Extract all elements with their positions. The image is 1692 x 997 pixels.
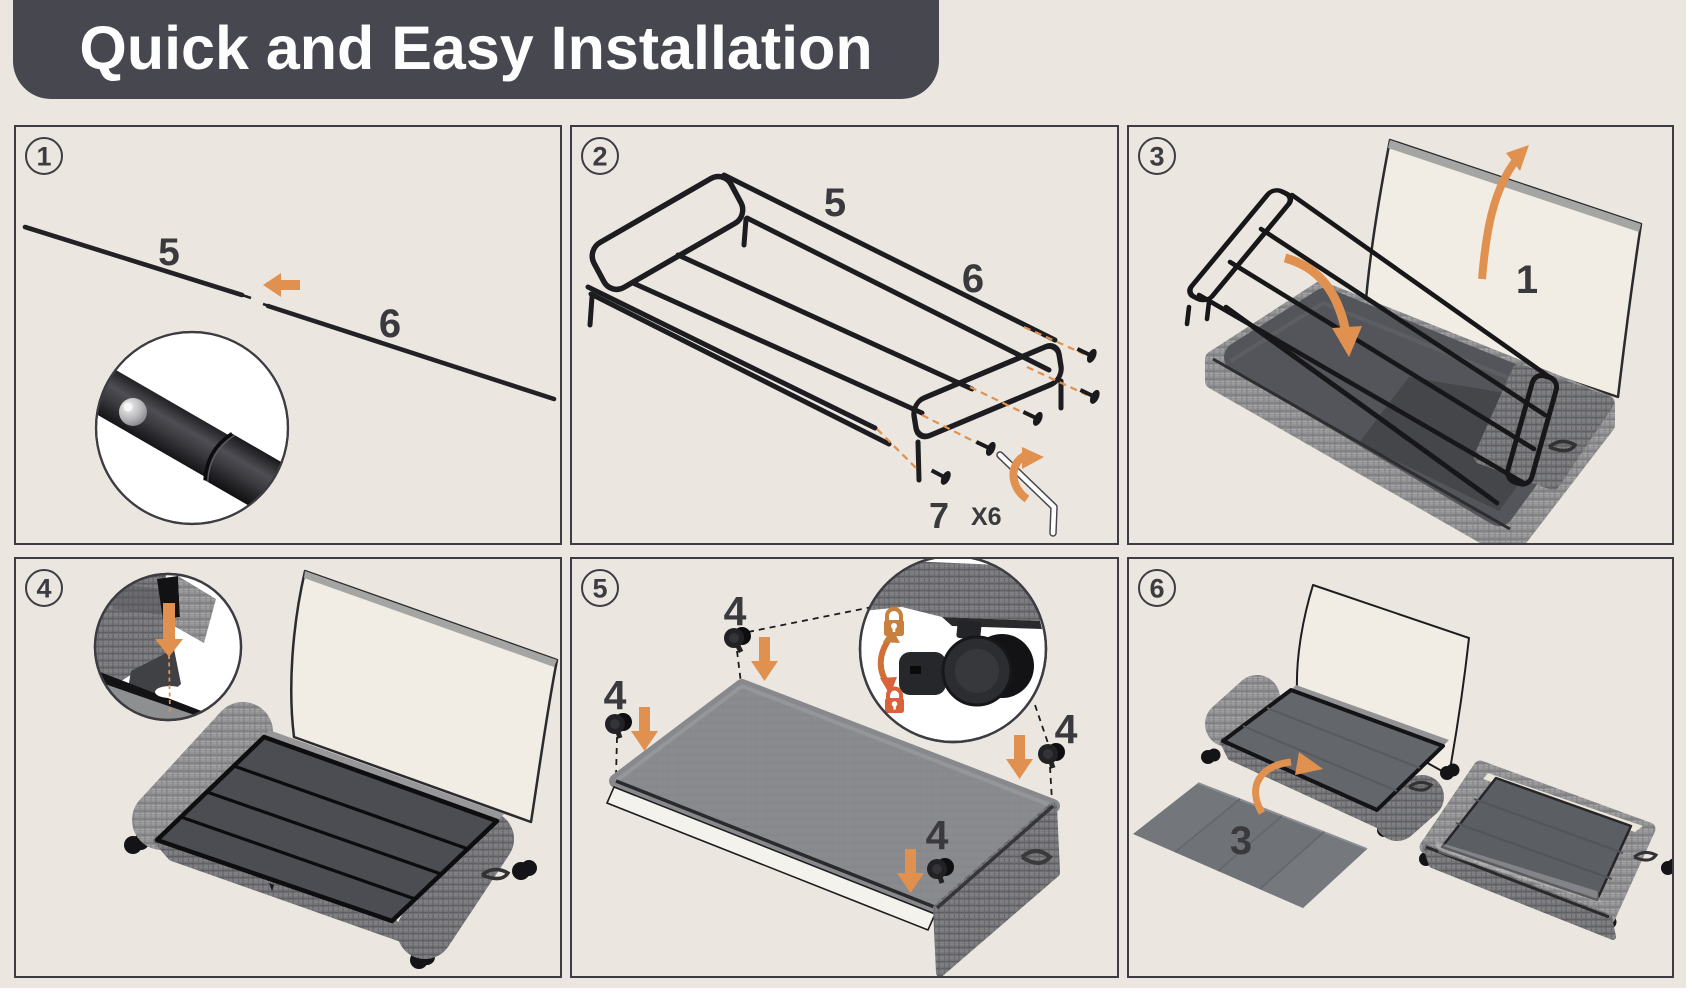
svg-text:4: 4 [724, 588, 747, 634]
svg-text:2: 2 [592, 142, 607, 172]
svg-text:X6: X6 [971, 503, 1002, 531]
svg-text:4: 4 [926, 812, 949, 858]
svg-text:5: 5 [158, 231, 180, 274]
svg-text:1: 1 [36, 142, 51, 172]
svg-text:7: 7 [929, 495, 949, 536]
svg-text:4: 4 [36, 574, 51, 604]
svg-text:5: 5 [592, 574, 607, 604]
svg-text:6: 6 [1149, 574, 1164, 604]
svg-text:4: 4 [1055, 706, 1078, 752]
svg-text:3: 3 [1230, 819, 1252, 863]
svg-text:4: 4 [604, 672, 627, 718]
svg-text:6: 6 [962, 257, 984, 301]
svg-text:6: 6 [379, 302, 401, 346]
svg-text:1: 1 [1516, 258, 1538, 302]
svg-text:3: 3 [1149, 142, 1164, 172]
svg-text:5: 5 [824, 181, 846, 225]
